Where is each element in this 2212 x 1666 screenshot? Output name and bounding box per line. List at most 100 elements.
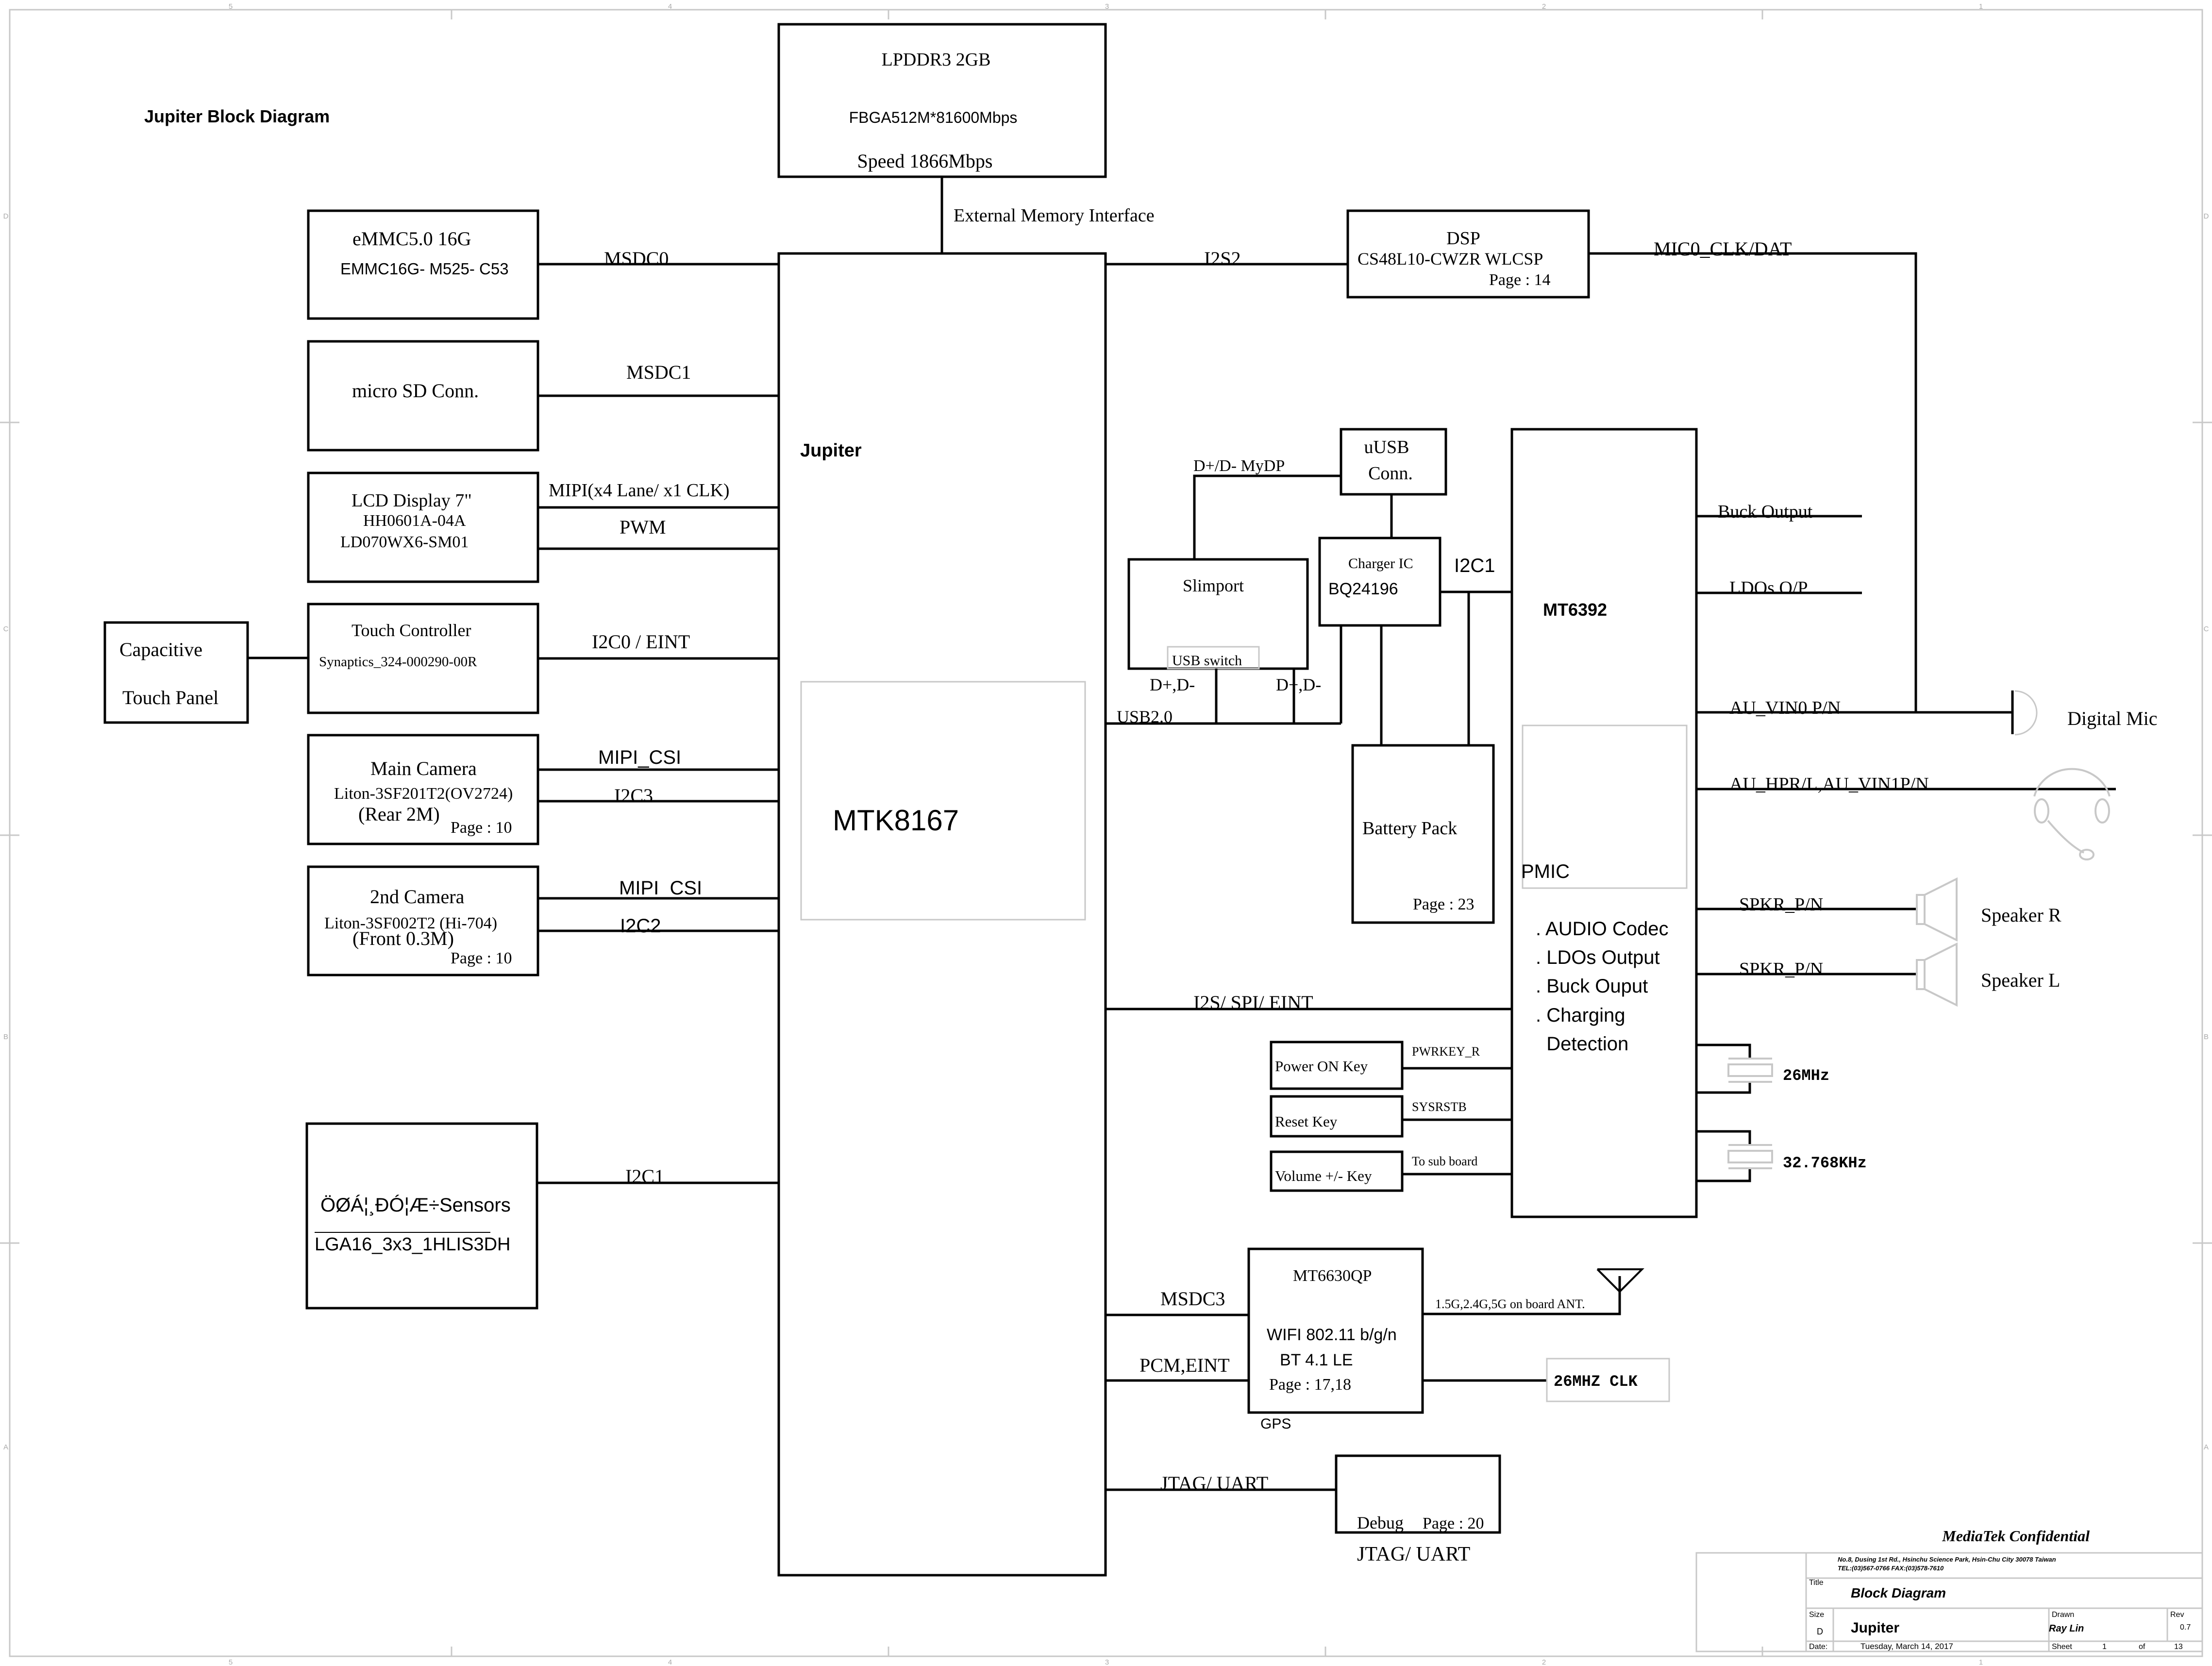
sensors-line2: LGA16_3x3_1HLIS3DH (315, 1234, 510, 1255)
pcm-label: PCM,EINT (1140, 1354, 1230, 1376)
i2c1-charger-label: I2C1 (1454, 555, 1495, 576)
charger-line2: BQ24196 (1328, 580, 1398, 598)
border-col-label: 2 (1542, 2, 1546, 11)
touch-line1: Touch Controller (352, 621, 471, 640)
mydp-label: D+/D- MyDP (1193, 457, 1285, 475)
battery-block: Battery Pack Page : 23 (1351, 744, 1495, 924)
touch-controller-block: Touch Controller Synaptics_324-000290-00… (307, 603, 539, 714)
pmic-feature: . AUDIO Codec (1536, 918, 1668, 940)
touch-panel-line1: Capacitive (119, 639, 202, 660)
border-col-label: 1 (1979, 2, 1983, 11)
debug-label: Debug (1357, 1513, 1404, 1532)
msdc1-label: MSDC1 (626, 361, 691, 383)
of-field-label: of (2139, 1643, 2145, 1651)
usb-conn-line2: Conn. (1368, 463, 1413, 484)
memory-link-label: External Memory Interface (954, 205, 1155, 226)
border-col-label: 4 (668, 2, 672, 11)
drawn-field-value: Ray Lin (2049, 1623, 2084, 1634)
sysrstb-signal: SYSRSTB (1412, 1100, 1467, 1114)
mipi-csi-front-label: MIPI_CSI (619, 877, 702, 899)
jtag-label: JTAG/ UART (1160, 1472, 1268, 1494)
pmic-name: MT6392 (1543, 600, 1607, 620)
reset-key-block[interactable]: Reset Key (1270, 1095, 1404, 1138)
slimport-label: Slimport (1183, 576, 1244, 595)
touch-panel-line2: Touch Panel (122, 687, 218, 708)
volume-signal: To sub board (1412, 1154, 1477, 1168)
cam-main-line2: Liton-3SF201T2(OV2724) (334, 785, 513, 803)
crystal-32khz-label: 32.768KHz (1783, 1154, 1867, 1172)
battery-label: Battery Pack (1362, 818, 1457, 839)
emmc-block: eMMC5.0 16G EMMC16G- M525- C53 (307, 209, 539, 320)
wifi-line2: BT 4.1 LE (1280, 1351, 1353, 1369)
size-field-value: D (1817, 1627, 1823, 1636)
company-label: MediaTek Confidential (1942, 1527, 2090, 1545)
pmic-feature: . Buck Ouput (1536, 976, 1648, 997)
headset-icon (2033, 768, 2111, 860)
border-row-label: A (2204, 1443, 2209, 1451)
clk-box (1546, 1358, 1670, 1402)
dpdm-right-label: D+,D- (1276, 675, 1321, 694)
usb-connector-block: uUSB Conn. (1340, 428, 1447, 496)
power-key-block[interactable]: Power ON Key (1270, 1041, 1404, 1090)
soc-name: Jupiter (800, 440, 862, 461)
wifi-chip: MT6630QP (1293, 1267, 1372, 1285)
border-col-label: 2 (1542, 1658, 1546, 1666)
mipi-dsi-label: MIPI(x4 Lane/ x1 CLK) (549, 480, 730, 501)
sd-block: micro SD Conn. (307, 340, 539, 452)
dsp-line2: CS48L10-CWZR WLCSP (1357, 249, 1543, 269)
speaker-r-label: Speaker R (1981, 904, 2061, 926)
memory-part: FBGA512M*81600Mbps (849, 109, 1018, 126)
i2c3-label: I2C3 (614, 785, 653, 807)
msdc3-label: MSDC3 (1160, 1288, 1225, 1310)
volume-key-block[interactable]: Volume +/- Key (1270, 1150, 1404, 1192)
rev-field-label: Rev (2170, 1611, 2184, 1619)
border-row-label: B (3, 1033, 8, 1041)
cam-front-line1: 2nd Camera (370, 886, 465, 908)
cam-main-line1: Main Camera (370, 757, 477, 779)
border-row-label: D (2204, 212, 2209, 220)
au-hpr-label: AU_HPR/L,AU_VIN1P/N (1729, 774, 1929, 794)
dpdm-left-label: D+,D- (1150, 675, 1195, 694)
charger-line1: Charger IC (1348, 555, 1413, 572)
msdc0-label: MSDC0 (604, 248, 669, 269)
lcd-block: LCD Display 7" HH0601A-04A LD070WX6-SM01 (307, 471, 539, 583)
pmic-core-outline (1522, 724, 1688, 889)
wifi-page: Page : 17,18 (1269, 1376, 1351, 1394)
soc-block: Jupiter MTK8167 (777, 252, 1107, 1577)
au-vin0-label: AU_VIN0 P/N (1729, 698, 1841, 718)
wifi-block: MT6630QP WIFI 802.11 b/g/n BT 4.1 LE Pag… (1247, 1247, 1424, 1414)
debug-page: Page : 20 (1423, 1515, 1484, 1532)
antenna-wire (1423, 1276, 1621, 1315)
title-block: MediaTek Confidential No.8, Dusing 1st R… (1695, 1527, 2203, 1652)
battery-page: Page : 23 (1413, 895, 1475, 913)
sensors-block: ÖØÁ¦¸ÐÓ¦Æ÷Sensors LGA16_3x3_1HLIS3DH (305, 1122, 538, 1310)
cam-front-line2: Liton-3SF002T2 (Hi-704) (324, 914, 497, 932)
reset-key-label: Reset Key (1275, 1113, 1338, 1130)
dsp-block: DSP CS48L10-CWZR WLCSP Page : 14 (1346, 209, 1590, 299)
memory-title: LPDDR3 2GB (882, 50, 991, 70)
charger-block: Charger IC BQ24196 (1318, 537, 1441, 627)
i2s-spi-label: I2S/ SPI/ EINT (1193, 992, 1313, 1013)
antenna-label: 1.5G,2.4G,5G on board ANT. (1435, 1297, 1585, 1311)
border-row-label: B (2204, 1033, 2209, 1041)
i2c1-sensor-label: I2C1 (625, 1165, 664, 1187)
i2c0-label: I2C0 / EINT (592, 631, 690, 653)
pmic-feature: . LDOs Output (1536, 947, 1660, 968)
date-field-value: Tuesday, March 14, 2017 (1860, 1642, 1953, 1651)
wifi-line1: WIFI 802.11 b/g/n (1267, 1326, 1397, 1344)
power-key-label: Power ON Key (1275, 1058, 1368, 1075)
ldos-label: LDOs O/P (1729, 578, 1808, 598)
jtag-below-label: JTAG/ UART (1357, 1543, 1470, 1565)
debug-block: Debug Page : 20 (1335, 1454, 1501, 1534)
border-row-label: C (2204, 625, 2209, 633)
crystal-32khz-icon (1696, 1130, 1773, 1182)
date-field-label: Date: (1809, 1643, 1827, 1651)
doc-field-value: Jupiter (1851, 1620, 1899, 1636)
mic0-label: MIC0_CLK/DAT (1654, 238, 1792, 260)
dsp-page: Page : 14 (1489, 271, 1551, 289)
emmc-line1: eMMC5.0 16G (352, 228, 471, 250)
border-row-label: C (3, 625, 9, 633)
digital-mic-icon (2014, 690, 2038, 736)
pwrkey-signal: PWRKEY_R (1412, 1044, 1480, 1059)
